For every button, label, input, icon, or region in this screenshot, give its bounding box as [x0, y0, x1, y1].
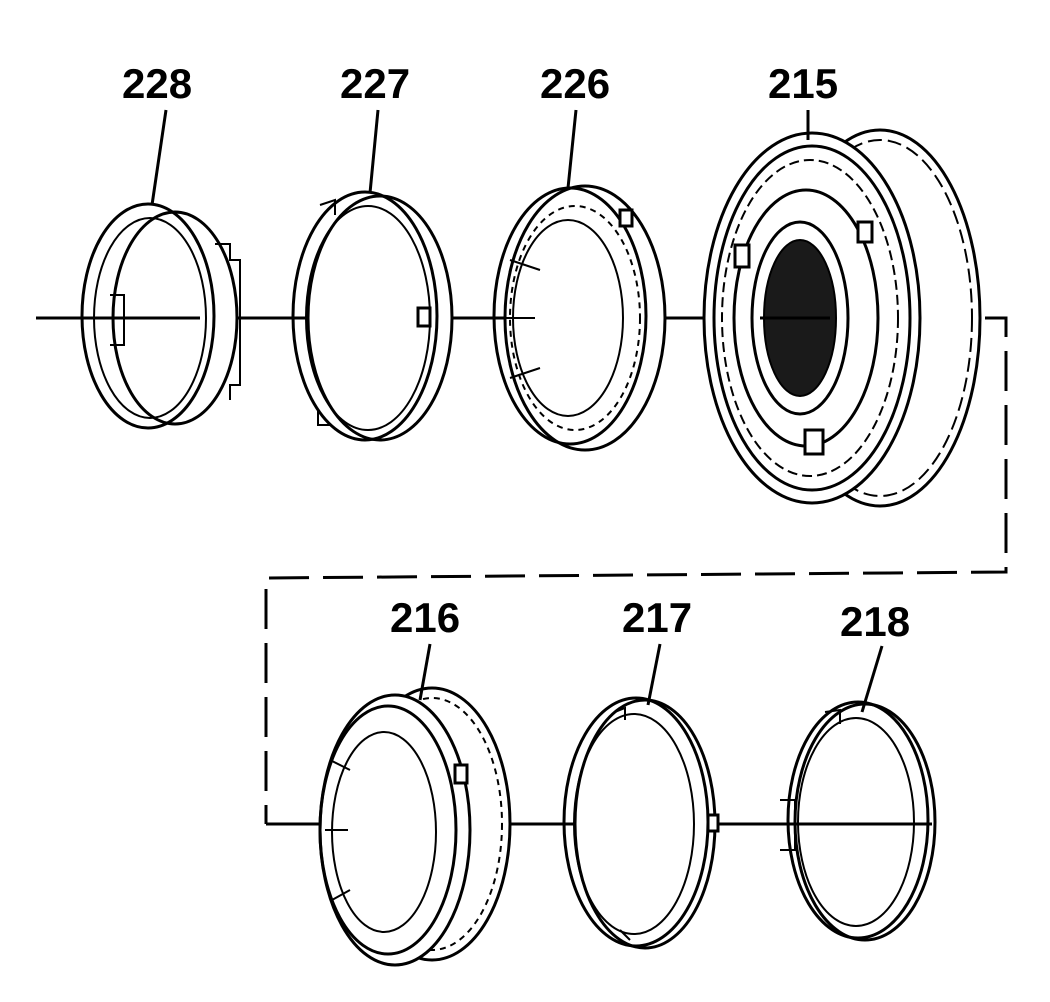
leader-217 [646, 643, 662, 706]
part-227-blocker-ring [291, 190, 454, 442]
part-217-blocker-ring [562, 696, 720, 950]
callout-216: 216 [390, 594, 460, 641]
part-216-inner-cone [318, 686, 512, 967]
leader-216 [418, 643, 432, 701]
leader-227 [368, 109, 380, 194]
part-226-inner-cone [492, 184, 667, 452]
callout-215: 215 [768, 60, 838, 107]
callout-226: 226 [540, 60, 610, 107]
leader-226 [566, 109, 578, 189]
leader-228 [150, 109, 168, 206]
leader-218 [860, 645, 884, 713]
callout-227: 227 [340, 60, 410, 107]
part-218-blocker-ring [780, 700, 937, 942]
part-215-gear-assembly [702, 128, 982, 508]
callout-217: 217 [622, 594, 692, 641]
callout-228: 228 [122, 60, 192, 107]
part-228-blocker-ring [36, 202, 241, 430]
callout-218: 218 [840, 598, 910, 645]
connector-dashed-path [264, 316, 1008, 824]
